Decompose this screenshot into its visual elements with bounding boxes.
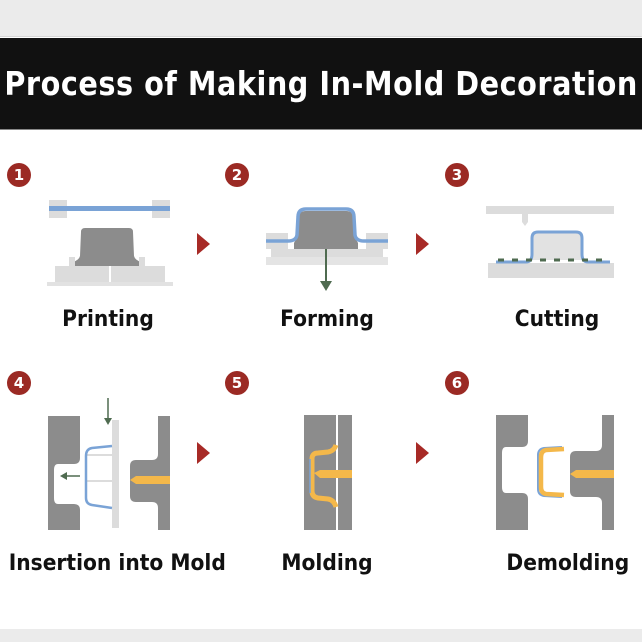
step-label-molding: Molding [281,551,373,576]
bottom-bar [0,629,642,642]
page-title: Process of Making In-Mold Decoration [4,64,638,103]
step-label-demolding: Demolding [506,551,630,576]
demolding-diagram-icon [496,415,614,530]
step-badge-5: 5 [225,371,249,395]
flow-arrow-5-to-6 [416,442,429,464]
molding-diagram-icon [304,415,352,530]
forming-diagram-icon [266,207,388,291]
step-badge-1: 1 [7,163,31,187]
cutting-diagram-icon [486,206,614,278]
step-badge-3: 3 [445,163,469,187]
step-label-cutting: Cutting [514,307,600,332]
title-banner: Process of Making In-Mold Decoration [0,38,642,130]
step-badge-6: 6 [445,371,469,395]
step-label-printing: Printing [62,307,154,332]
flow-arrow-4-to-5 [197,442,210,464]
flow-arrow-2-to-3 [416,233,429,255]
flow-arrow-1-to-2 [197,233,210,255]
step-label-insertion-into-mold: Insertion into Mold [8,551,226,576]
step-badge-4: 4 [7,371,31,395]
step-badge-2: 2 [225,163,249,187]
printing-diagram-icon [47,200,173,286]
insertion-diagram-icon [48,398,170,530]
top-bar [0,0,642,37]
step-label-forming: Forming [280,307,374,332]
